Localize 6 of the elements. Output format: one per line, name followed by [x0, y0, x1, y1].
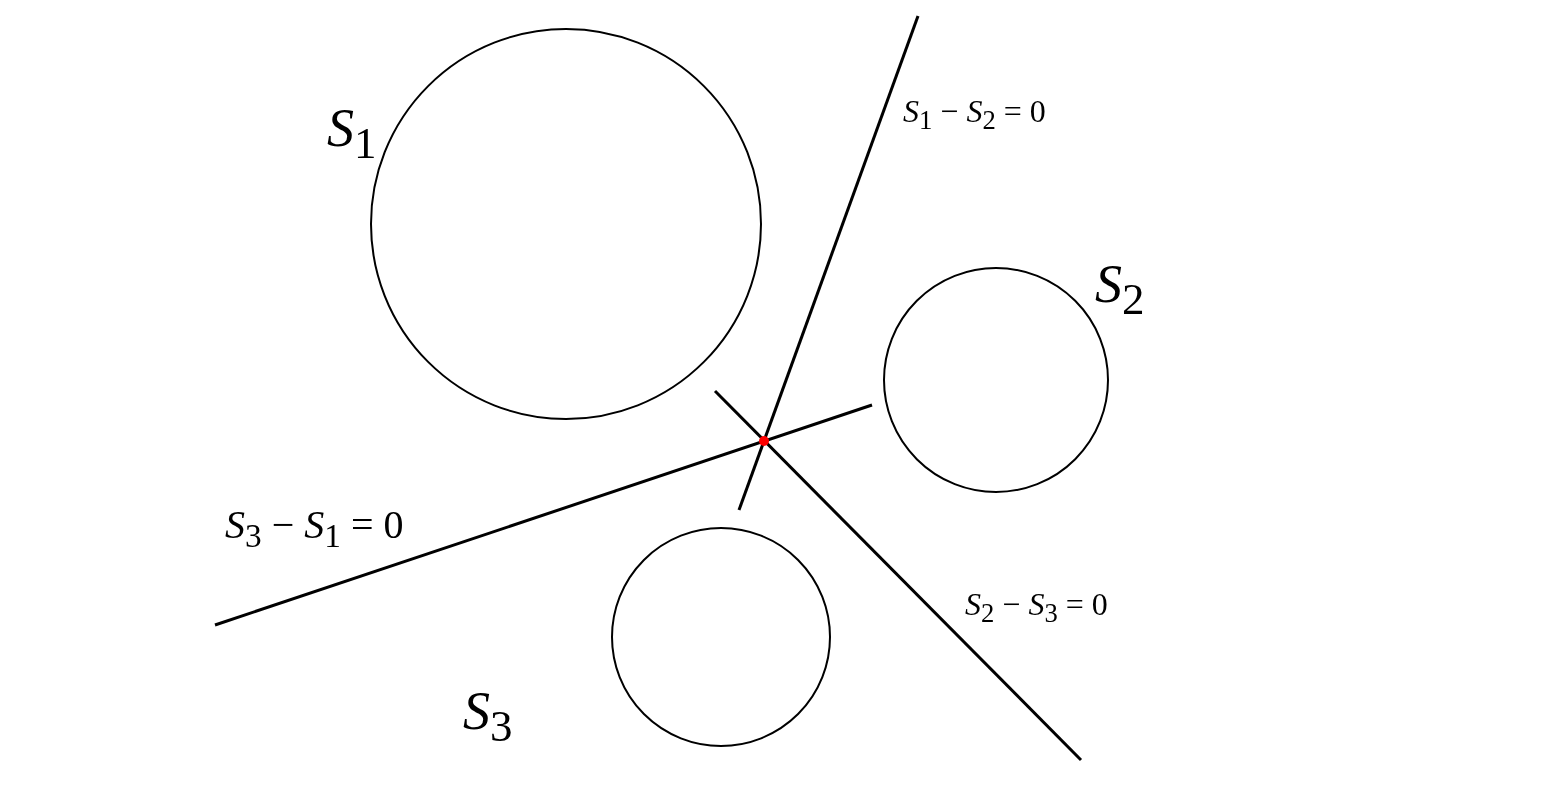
equation-label: S$_{1}$ − S$_{2}$ = 0	[903, 95, 1046, 135]
circle-label: S$_{3}$	[463, 684, 513, 749]
equation-label: S$_{2}$ − S$_{3}$ = 0	[965, 588, 1108, 628]
circle-label: S$_{1}$	[327, 101, 377, 166]
circle-label: S$_{2}$	[1095, 257, 1145, 322]
equation-label: S$_{3}$ − S$_{1}$ = 0	[225, 505, 404, 553]
